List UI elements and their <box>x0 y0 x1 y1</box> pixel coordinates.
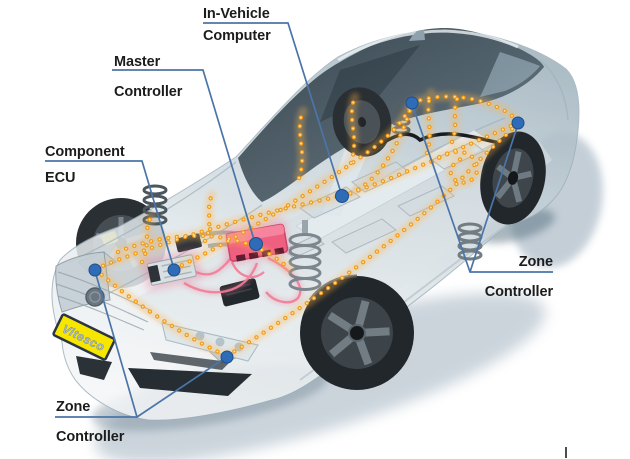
label-in-vehicle-computer-line1: In-Vehicle <box>203 6 270 22</box>
suspension-coil-front-near <box>288 220 322 291</box>
leader-in-vehicle-computer <box>203 22 343 197</box>
text-caret <box>565 447 567 458</box>
label-master-controller-line2: Controller <box>114 84 183 100</box>
node-zone-rear-near <box>511 116 525 130</box>
label-component-ecu-line2: ECU <box>45 170 76 186</box>
node-component-ecu <box>167 263 181 277</box>
wheel-front-near <box>300 274 414 390</box>
node-master-controller <box>249 237 263 251</box>
label-zone-controller-rear-line1: Zone <box>518 254 553 270</box>
label-in-vehicle-computer-line2: Computer <box>203 28 271 44</box>
leader-zone-controller-rear <box>411 103 553 273</box>
wheel-rear-near <box>480 131 546 225</box>
label-master-controller-line1: Master <box>114 54 161 70</box>
leader-master-controller <box>112 69 256 244</box>
label-zone-controller-front-line2: Controller <box>56 429 125 445</box>
suspension-coil-rear-near <box>457 222 483 261</box>
node-zone-front-far <box>88 263 102 277</box>
leader-lines <box>45 22 553 418</box>
rear-window <box>480 52 540 97</box>
brand-emblem <box>85 287 105 307</box>
label-zone-controller-rear-line2: Controller <box>484 284 553 300</box>
label-zone-controller-front-line1: Zone <box>56 399 91 415</box>
pink-signal-traces <box>182 255 304 306</box>
network-nodes <box>88 96 525 364</box>
leader-component-ecu <box>45 160 175 270</box>
label-component-ecu-line1: Component <box>45 144 125 160</box>
windshield-glass <box>238 27 544 202</box>
roof-highlight <box>337 29 519 62</box>
node-in-vehicle-computer <box>335 189 349 203</box>
shark-fin-antenna <box>409 29 425 41</box>
node-zone-rear-far <box>405 96 419 110</box>
node-zone-front-near <box>220 350 234 364</box>
leader-zone-controller-front <box>55 270 229 418</box>
